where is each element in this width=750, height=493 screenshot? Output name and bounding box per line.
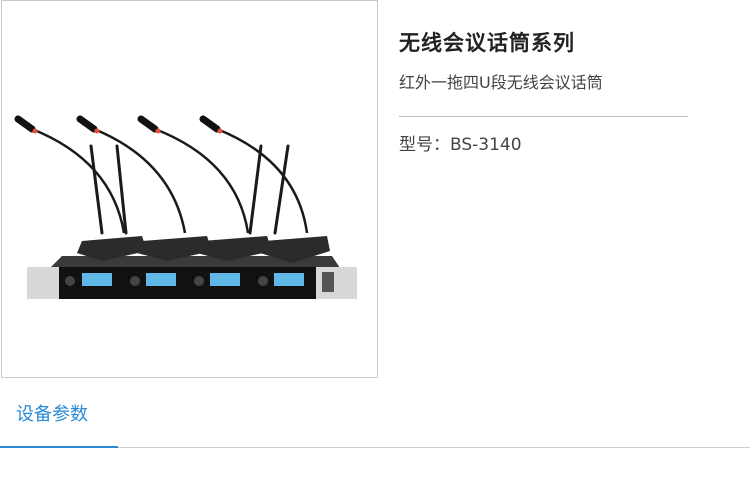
active-tab-indicator xyxy=(0,446,118,448)
tab-device-params[interactable]: 设备参数 xyxy=(16,404,88,425)
product-model: 型号：BS-3140 xyxy=(399,130,522,155)
microphone-set-illustration xyxy=(14,115,357,299)
tab-bar-divider xyxy=(0,447,750,448)
product-image xyxy=(1,0,378,378)
product-subtitle: 红外一拖四U段无线会议话筒 xyxy=(399,73,603,92)
model-value: BS-3140 xyxy=(450,135,522,155)
divider xyxy=(399,116,688,117)
model-label: 型号： xyxy=(399,135,450,155)
product-title: 无线会议话筒系列 xyxy=(399,31,575,55)
